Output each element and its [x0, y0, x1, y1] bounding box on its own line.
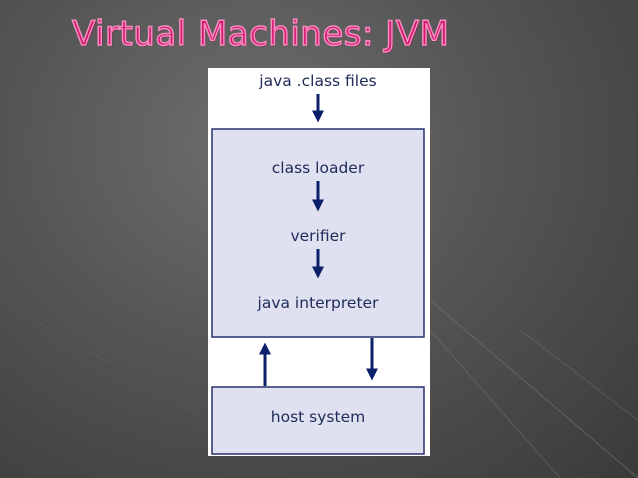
verifier-label: verifier — [290, 227, 346, 245]
diagram-shapes — [211, 94, 425, 455]
java-interpreter-label: java interpreter — [257, 294, 379, 312]
class-loader-label: class loader — [271, 159, 365, 177]
slide-title: Virtual Machines: JVM — [71, 13, 450, 55]
host-system-label: host system — [270, 408, 366, 426]
class-files-label: java .class files — [259, 72, 377, 90]
jvm-diagram: java .class files class loader verifier … — [208, 68, 430, 456]
host-system-box — [211, 386, 425, 455]
jvm-box — [211, 128, 425, 338]
